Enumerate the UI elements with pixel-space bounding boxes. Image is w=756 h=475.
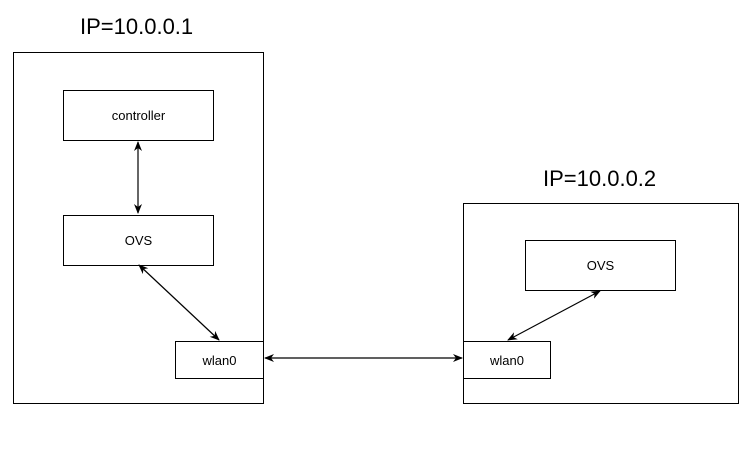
host1-ip-label: IP=10.0.0.1 — [80, 14, 194, 39]
controller-node: controller — [63, 90, 214, 141]
host1-wlan0-label: wlan0 — [202, 352, 237, 368]
host2-wlan0-node: wlan0 — [463, 341, 551, 379]
host1-wlan0-node: wlan0 — [175, 341, 264, 379]
controller-label: controller — [111, 108, 166, 123]
host1-ovs-node: OVS — [63, 215, 214, 266]
host2-ovs-label: OVS — [586, 258, 615, 273]
host2-ovs-node: OVS — [525, 240, 676, 291]
host2-wlan0-label: wlan0 — [490, 352, 524, 368]
host1-ovs-label: OVS — [124, 233, 153, 248]
host2-ip-label: IP=10.0.0.2 — [543, 166, 657, 191]
